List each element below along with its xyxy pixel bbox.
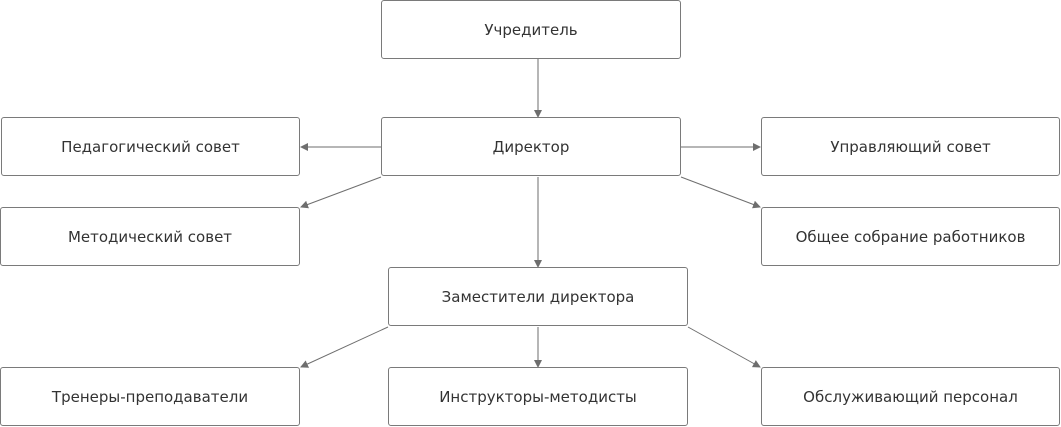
arrow-deputies-to-trainers	[300, 326, 389, 368]
arrow-director-to-methodical-council	[300, 176, 382, 209]
node-methodical-council: Методический совет	[0, 207, 300, 266]
node-general-assembly: Общее собрание работников	[761, 207, 1060, 266]
node-director: Директор	[381, 117, 681, 176]
node-deputies: Заместители директора	[388, 267, 688, 326]
node-founder: Учредитель	[381, 0, 681, 59]
node-service-staff: Обслуживающий персонал	[761, 367, 1060, 426]
connector-arrows	[300, 59, 761, 368]
node-instructors: Инструкторы-методисты	[388, 367, 688, 426]
node-pedagogical-council: Педагогический совет	[1, 117, 300, 176]
arrow-director-to-general-assembly	[680, 176, 761, 209]
arrow-deputies-to-service-staff	[687, 326, 761, 368]
node-trainers: Тренеры-преподаватели	[0, 367, 300, 426]
node-management-council: Управляющий совет	[761, 117, 1060, 176]
